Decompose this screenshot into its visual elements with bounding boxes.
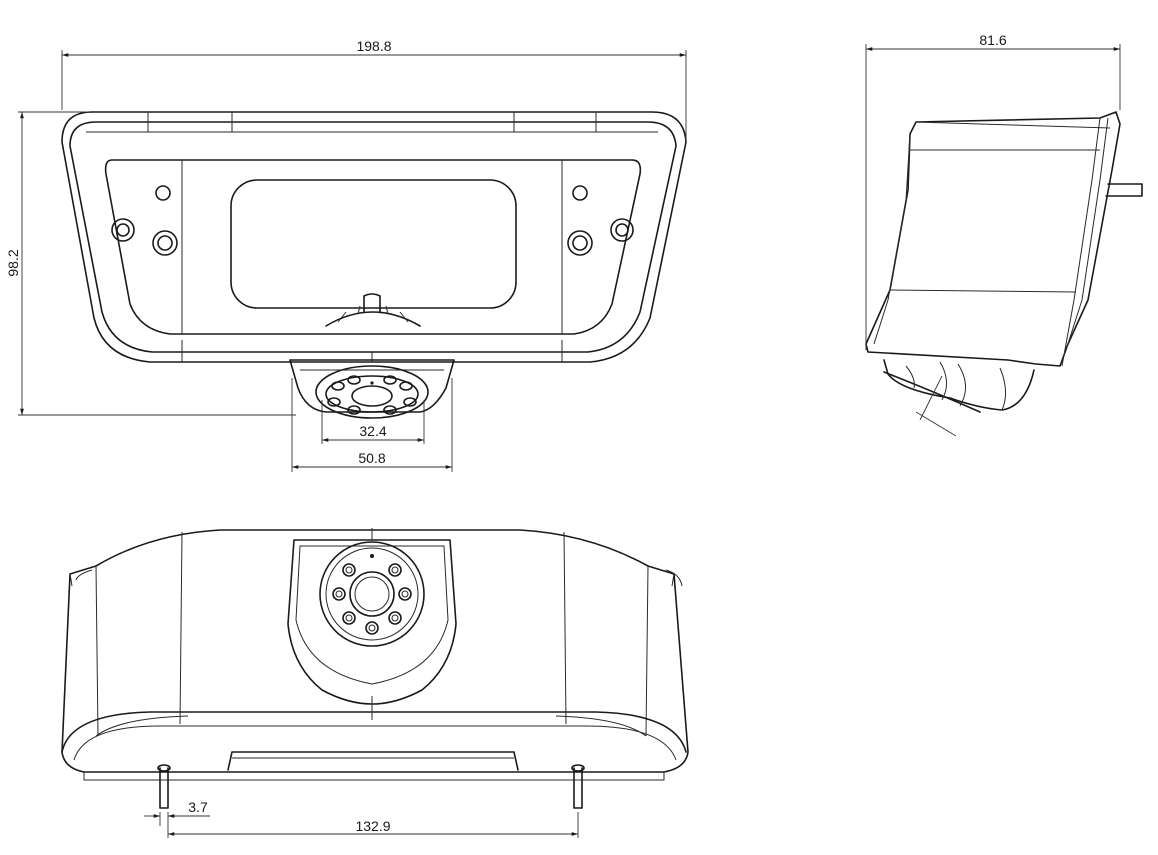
bottom-view: [61, 528, 689, 809]
front-view: [61, 111, 687, 419]
dim-lens-width: 32.4: [359, 423, 386, 439]
dim-pin-spacing: 132.9: [355, 818, 390, 834]
side-view: [865, 111, 1143, 437]
ir-led-ring: [332, 563, 412, 635]
dim-pin-diameter: 3.7: [188, 799, 208, 815]
dim-front-width: 198.8: [356, 38, 391, 54]
dim-side-depth: 81.6: [979, 32, 1006, 48]
front-dimensions: 198.8 98.2 32.4 50.8: [5, 38, 687, 472]
side-dimensions: 81.6: [865, 32, 1121, 350]
bottom-dimensions: 3.7 132.9: [144, 799, 579, 838]
dim-housing-width: 50.8: [358, 450, 385, 466]
dim-front-height: 98.2: [5, 249, 21, 276]
